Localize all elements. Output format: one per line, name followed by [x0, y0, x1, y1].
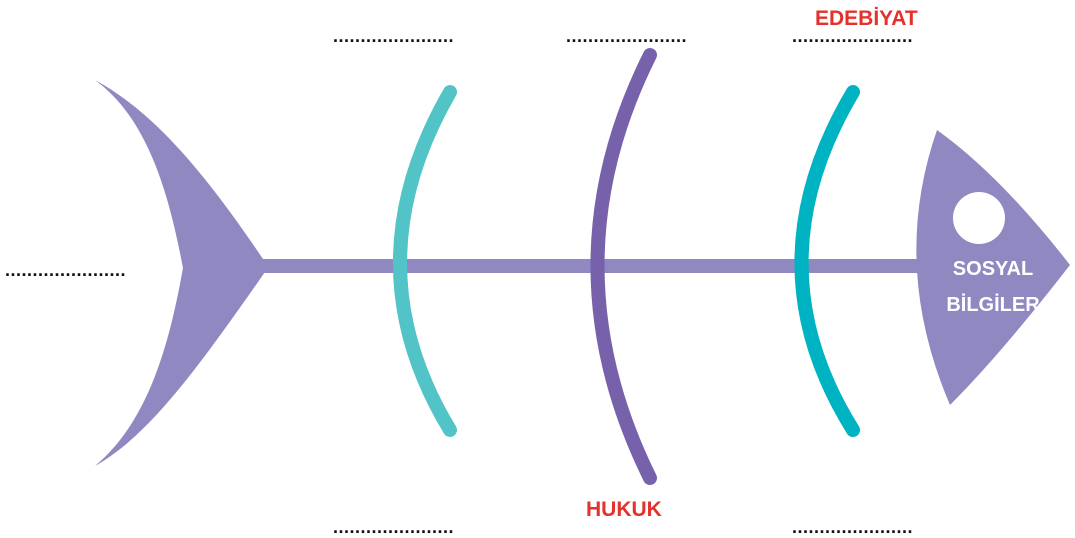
- head-title-line2: BİLGİLER: [923, 287, 1063, 323]
- fish-eye: [953, 192, 1005, 244]
- blank-bottom-right: ......................: [792, 518, 913, 536]
- blank-top-middle: ......................: [566, 27, 687, 45]
- blank-bottom-left: ......................: [333, 518, 454, 536]
- blank-top-left: ......................: [333, 27, 454, 45]
- label-edebiyat: EDEBİYAT: [815, 7, 918, 31]
- head-title-line1: SOSYAL: [923, 251, 1063, 287]
- blank-tail: ......................: [5, 261, 126, 279]
- label-hukuk: HUKUK: [586, 498, 662, 522]
